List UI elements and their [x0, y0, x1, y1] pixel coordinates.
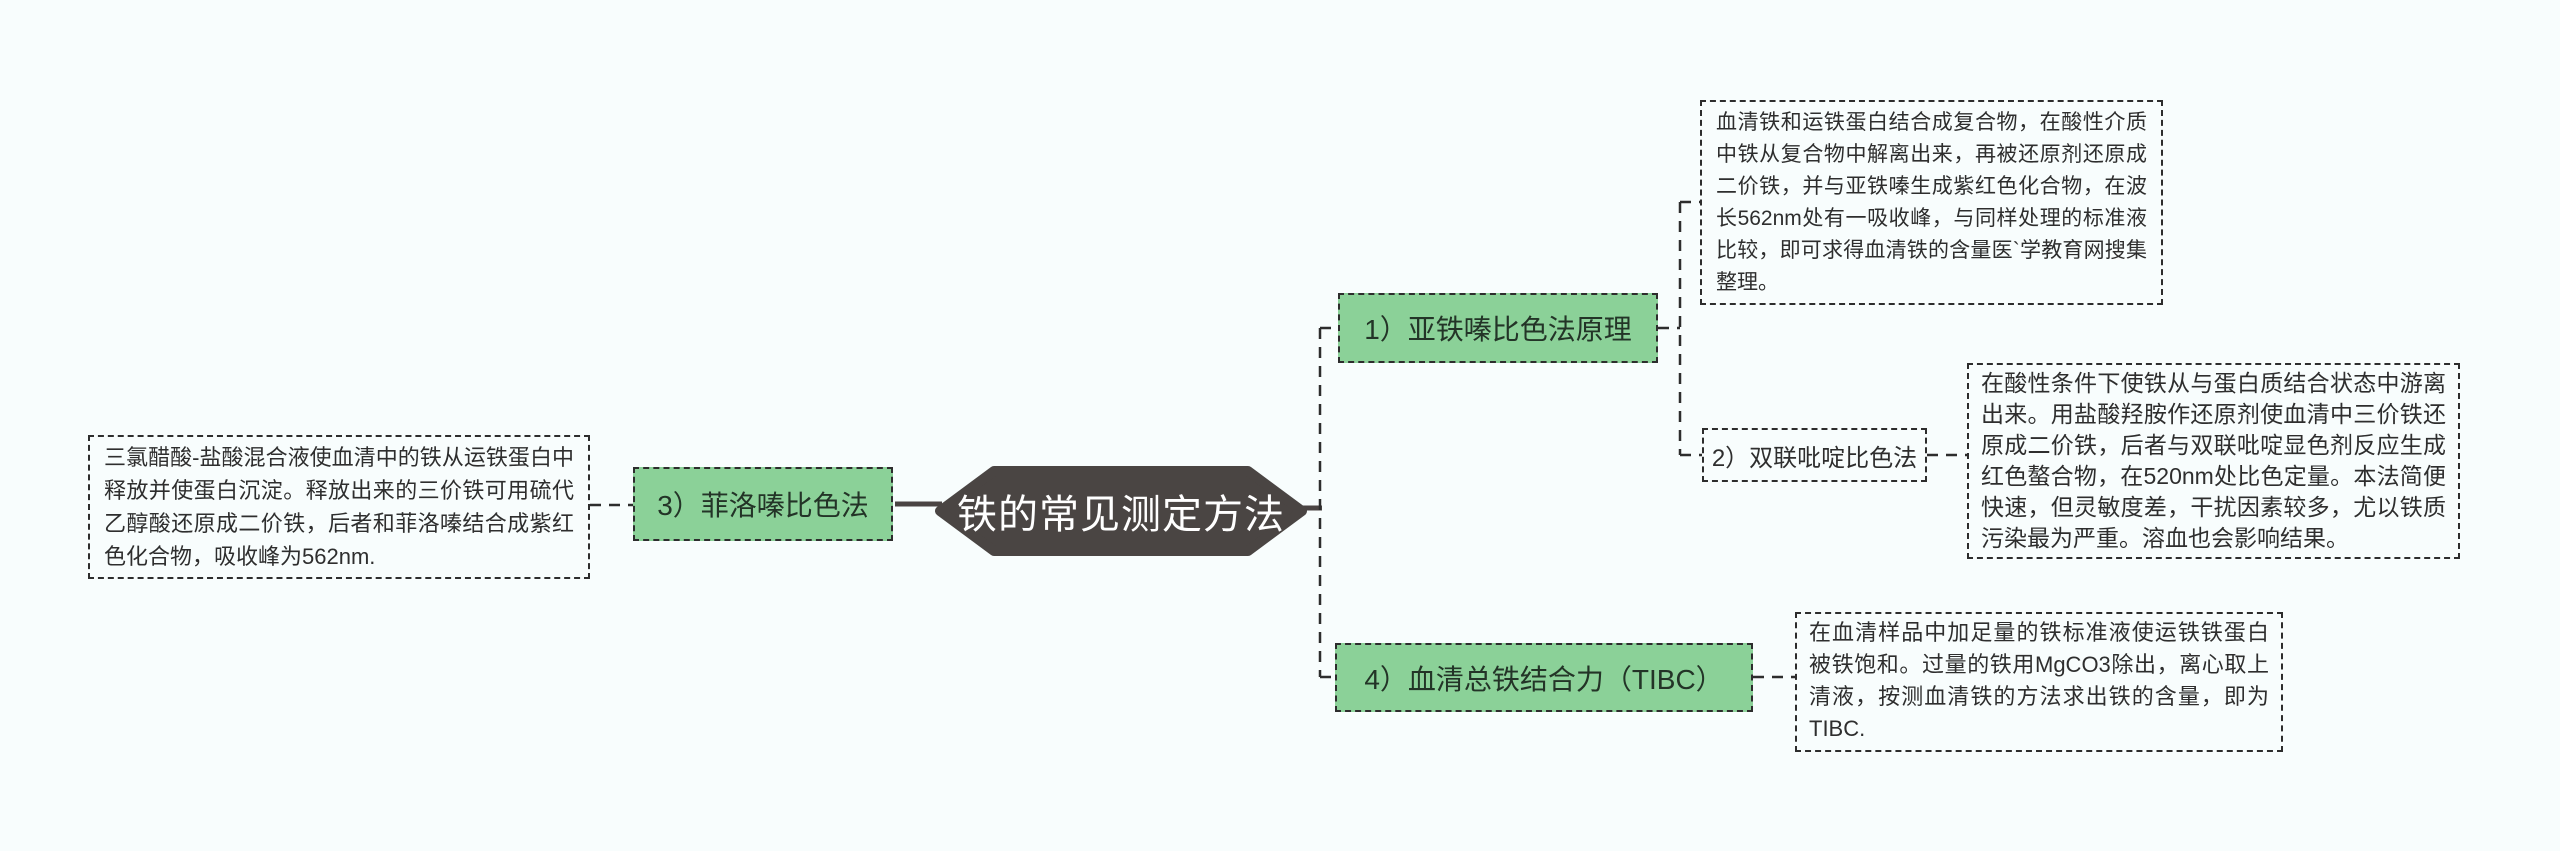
root-node[interactable]: 铁的常见测定方法	[957, 493, 1285, 537]
note-node-phenazine[interactable]: 三氯醋酸-盐酸混合液使血清中的铁从运铁蛋白中释放并使蛋白沉淀。释放出来的三价铁可…	[88, 435, 590, 579]
note-node-tibc[interactable]: 在血清样品中加足量的铁标准液使运铁铁蛋白被铁饱和。过量的铁用MgCO3除出，离心…	[1795, 612, 2283, 752]
note-node-bipyridine[interactable]: 在酸性条件下使铁从与蛋白质结合状态中游离出来。用盐酸羟胺作还原剂使血清中三价铁还…	[1967, 363, 2460, 559]
branch-node-phenazine[interactable]: 3）菲洛嗪比色法	[633, 467, 893, 541]
branch-node-tibc[interactable]: 4）血清总铁结合力（TIBC）	[1335, 643, 1753, 712]
branch-node-bipyridine[interactable]: 2）双联吡啶比色法	[1702, 428, 1927, 482]
branch-node-ferrozine-principle[interactable]: 1）亚铁嗪比色法原理	[1338, 293, 1658, 363]
note-node-ferrozine-principle[interactable]: 血清铁和运铁蛋白结合成复合物，在酸性介质中铁从复合物中解离出来，再被还原剂还原成…	[1700, 100, 2163, 305]
